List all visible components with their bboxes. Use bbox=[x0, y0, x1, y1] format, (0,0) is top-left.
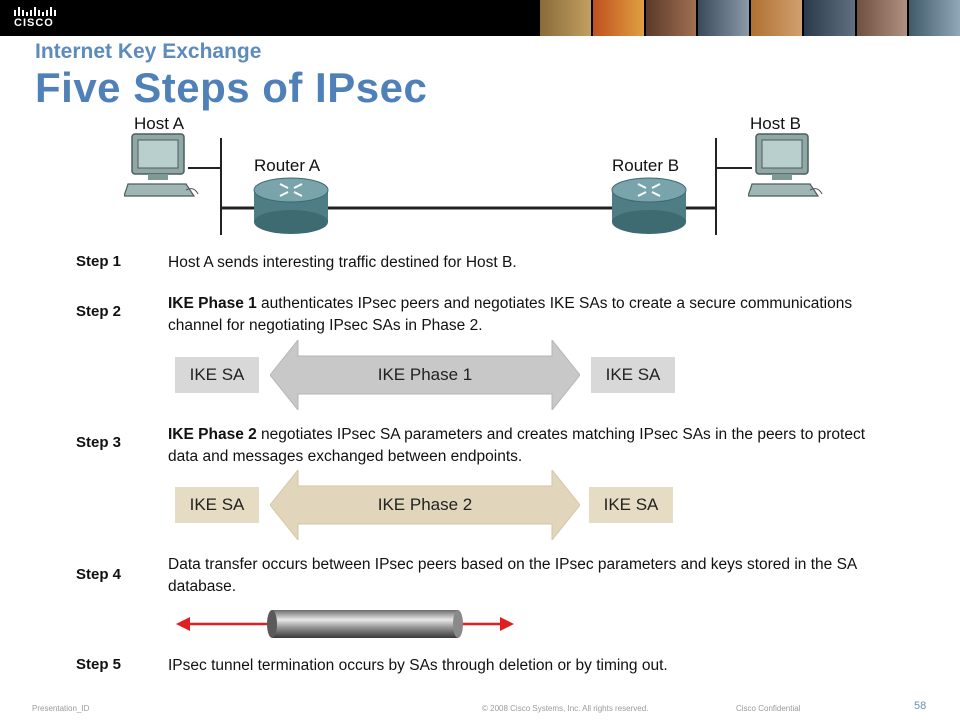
step-3-text: IKE Phase 2 negotiates IPsec SA paramete… bbox=[168, 426, 866, 465]
cisco-logo-icon bbox=[14, 7, 56, 16]
footer-copyright: © 2008 Cisco Systems, Inc. All rights re… bbox=[482, 704, 649, 713]
header-band: CISCO bbox=[0, 0, 960, 36]
phase2-left-sa-box: IKE SA bbox=[175, 487, 259, 523]
host-a-label: Host A bbox=[134, 114, 185, 133]
router-b-label: Router B bbox=[612, 156, 680, 175]
step-4-label: Step 4 bbox=[76, 566, 122, 583]
phase1-right-sa-box: IKE SA bbox=[591, 357, 675, 393]
step-1-label: Step 1 bbox=[76, 253, 122, 270]
slide-subtitle: Internet Key Exchange bbox=[35, 40, 262, 63]
step-2-text: IKE Phase 1 authenticates IPsec peers an… bbox=[168, 295, 853, 334]
step-5-label: Step 5 bbox=[76, 656, 122, 673]
footer-presentation-id: Presentation_ID bbox=[32, 704, 90, 713]
photo-8 bbox=[909, 0, 960, 36]
router-a-label: Router A bbox=[254, 156, 321, 175]
ipsec-tunnel-graphic bbox=[176, 610, 514, 638]
photo-2 bbox=[592, 0, 644, 36]
router-a-icon bbox=[253, 177, 329, 234]
photo-7 bbox=[856, 0, 908, 36]
step-2-label: Step 2 bbox=[76, 303, 122, 320]
photo-4 bbox=[698, 0, 749, 36]
host-a-computer-icon bbox=[124, 133, 199, 197]
phase2-right-sa-box: IKE SA bbox=[589, 487, 673, 523]
footer-confidential: Cisco Confidential bbox=[736, 704, 801, 713]
host-b-label: Host B bbox=[750, 114, 802, 133]
page-number: 58 bbox=[914, 700, 927, 712]
phase1-label: IKE Phase 1 bbox=[377, 365, 473, 384]
router-b-icon bbox=[611, 177, 687, 234]
phase1-left-sa-box: IKE SA bbox=[175, 357, 259, 393]
photo-strip bbox=[540, 0, 960, 36]
step-5-text: IPsec tunnel termination occurs by SAs t… bbox=[168, 657, 668, 674]
step-3-label: Step 3 bbox=[76, 434, 122, 451]
phase1-double-arrow bbox=[270, 340, 580, 410]
slide-title: Five Steps of IPsec bbox=[35, 64, 428, 111]
step-4-text: Data transfer occurs between IPsec peers… bbox=[168, 556, 857, 595]
host-b-computer-icon bbox=[748, 133, 823, 197]
step-1-text: Host A sends interesting traffic destine… bbox=[168, 254, 517, 271]
phase2-label: IKE Phase 2 bbox=[377, 495, 473, 514]
phase2-double-arrow bbox=[270, 470, 580, 540]
photo-6 bbox=[803, 0, 855, 36]
photo-3 bbox=[645, 0, 697, 36]
photo-1 bbox=[540, 0, 591, 36]
logo-text: CISCO bbox=[14, 17, 54, 29]
photo-5 bbox=[751, 0, 802, 36]
